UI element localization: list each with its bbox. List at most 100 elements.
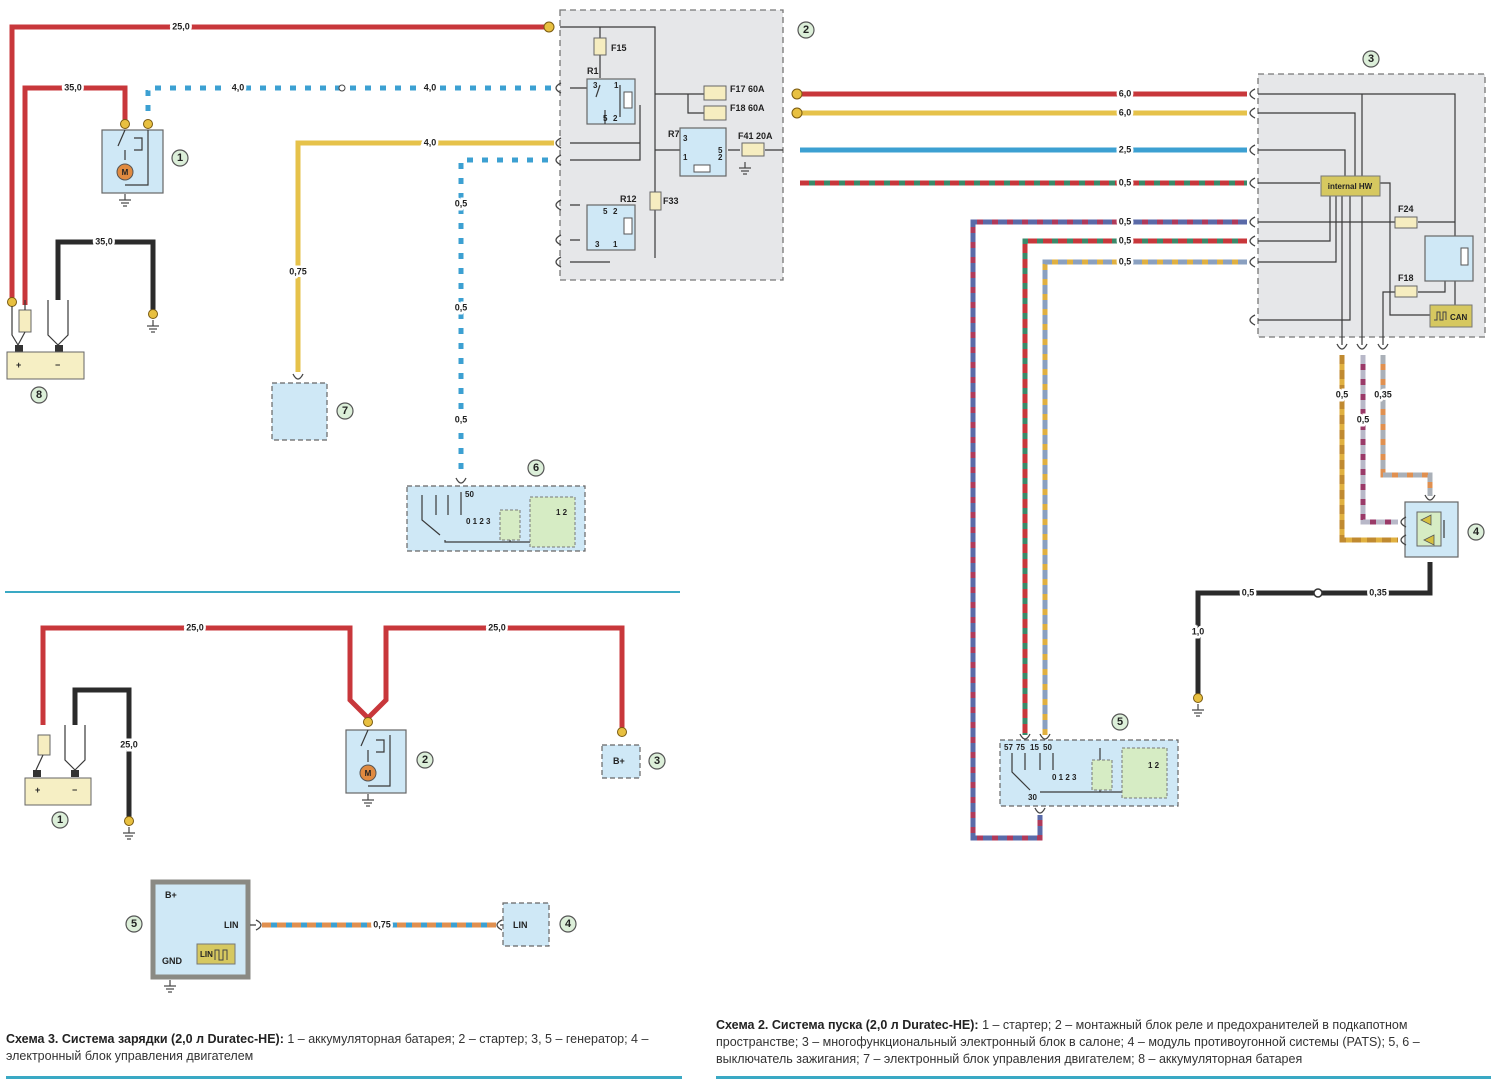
- svg-text:1: 1: [57, 814, 63, 826]
- svg-text:0,5: 0,5: [1242, 587, 1255, 597]
- wire-0-5-green-red: 0,5: [800, 175, 1247, 190]
- callout-1: 1: [171, 149, 189, 167]
- svg-text:6,0: 6,0: [1119, 88, 1132, 98]
- fuse-F18-bcm: [1394, 285, 1418, 298]
- wire-pats-yellow: 0,5: [1333, 355, 1398, 543]
- callout-6: 6: [527, 459, 545, 477]
- fuse-F15: [593, 37, 607, 56]
- svg-text:50: 50: [1043, 743, 1052, 752]
- caption-title: Схема 2. Система пуска (2,0 л Duratec-HE…: [716, 1018, 979, 1032]
- svg-text:0,5: 0,5: [455, 414, 468, 424]
- wire-pats-purple: 0,5: [1354, 355, 1398, 525]
- svg-text:25,0: 25,0: [488, 622, 506, 632]
- ignition-switch-6: 50 0 1 2 3 1 2: [406, 477, 586, 552]
- svg-text:7: 7: [342, 405, 348, 417]
- wire-6-red: 6,0: [791, 86, 1247, 101]
- svg-text:0,35: 0,35: [1369, 587, 1387, 597]
- callout-s3-3: 3: [648, 752, 666, 770]
- wire-35-battery-ground: 35,0: [55, 234, 160, 333]
- svg-text:1: 1: [683, 153, 688, 162]
- svg-text:2,5: 2,5: [1119, 144, 1132, 154]
- svg-text:1: 1: [613, 240, 618, 249]
- svg-text:0,75: 0,75: [289, 266, 307, 276]
- svg-text:30: 30: [1028, 793, 1037, 802]
- svg-text:50: 50: [465, 490, 474, 499]
- caption-text: 1 – стартер; 2 – монтажный блок реле и п…: [716, 1018, 1420, 1066]
- caption-scheme-3: Схема 3. Система зарядки (2,0 л Duratec-…: [6, 1031, 686, 1065]
- bcm-internals: internal HW F24 F18 CAN: [1249, 88, 1474, 350]
- svg-text:−: −: [55, 360, 60, 370]
- alternator-5: B+ LIN GND LIN: [150, 879, 251, 993]
- svg-text:4: 4: [565, 918, 572, 930]
- svg-text:3: 3: [593, 81, 598, 90]
- pats-module-4: [1400, 494, 1459, 558]
- svg-text:0,5: 0,5: [455, 198, 468, 208]
- wire-4-starter-solenoid: 4,0 4,0: [145, 80, 554, 120]
- svg-text:2: 2: [422, 754, 428, 766]
- svg-text:1 2: 1 2: [556, 508, 568, 517]
- svg-text:6,0: 6,0: [1119, 107, 1132, 117]
- svg-text:0,5: 0,5: [1119, 256, 1132, 266]
- callout-5: 5: [1111, 713, 1129, 731]
- callout-s3-1: 1: [51, 811, 69, 829]
- callout-s3-2: 2: [416, 751, 434, 769]
- svg-text:4,0: 4,0: [424, 137, 437, 147]
- svg-text:1: 1: [614, 81, 619, 90]
- svg-text:25,0: 25,0: [172, 21, 190, 31]
- svg-text:3: 3: [595, 240, 600, 249]
- svg-text:R1: R1: [587, 66, 599, 76]
- svg-text:15: 15: [1030, 743, 1039, 752]
- svg-text:F24: F24: [1398, 204, 1414, 214]
- svg-text:−: −: [72, 785, 77, 795]
- relay-R12: [586, 204, 636, 251]
- wire-pats-ground: 0,35 0,5 1,0: [1189, 562, 1433, 717]
- svg-text:0,5: 0,5: [1357, 414, 1370, 424]
- wire-0-5-green-red-ignition: 0,5: [1022, 233, 1247, 735]
- svg-text:M: M: [122, 168, 129, 177]
- caption-scheme-2: Схема 2. Система пуска (2,0 л Duratec-HE…: [716, 1017, 1491, 1068]
- svg-text:4,0: 4,0: [424, 82, 437, 92]
- svg-text:0 1 2 3: 0 1 2 3: [466, 517, 491, 526]
- callout-s3-4: 4: [559, 915, 577, 933]
- wire-lin-0-75: 0,75: [250, 917, 508, 932]
- svg-text:R12: R12: [620, 194, 637, 204]
- svg-text:5: 5: [603, 114, 608, 123]
- caption-text: 1 – аккумуляторная батарея; 2 – стартер;…: [6, 1032, 649, 1063]
- svg-text:5: 5: [718, 146, 723, 155]
- callout-8: 8: [30, 386, 48, 404]
- svg-text:2: 2: [613, 207, 618, 216]
- svg-text:0 1 2 3: 0 1 2 3: [1052, 773, 1077, 782]
- svg-text:35,0: 35,0: [64, 82, 82, 92]
- wire-yellow-ecu: 4,0 0,75: [287, 135, 554, 372]
- svg-text:2: 2: [613, 114, 618, 123]
- body-control-module-3: [1257, 73, 1486, 338]
- svg-text:8: 8: [36, 389, 42, 401]
- wire-2-5-blue: 2,5: [800, 142, 1247, 157]
- svg-text:F41 20A: F41 20A: [738, 131, 773, 141]
- svg-text:F15: F15: [611, 43, 627, 53]
- svg-text:F18: F18: [1398, 273, 1414, 283]
- wire-0-5-yellow-ignition: 0,5: [1042, 254, 1247, 735]
- wire-0-5-purple-ignition30: 0,5: [970, 214, 1247, 841]
- callout-4: 4: [1467, 523, 1485, 541]
- ignition-switch-5: 57 75 15 50 30 0 1 2 3 1 2: [999, 733, 1179, 814]
- svg-text:+: +: [16, 360, 21, 370]
- svg-text:57: 57: [1004, 743, 1013, 752]
- callout-3: 3: [1362, 50, 1380, 68]
- fuse-F18: [703, 105, 727, 121]
- svg-text:4,0: 4,0: [232, 82, 245, 92]
- svg-text:+: +: [35, 785, 40, 795]
- wire-25-battery-fusebox: 25,0: [9, 19, 548, 300]
- wire-35-battery-starter: 35,0: [22, 80, 128, 305]
- svg-text:1: 1: [177, 152, 183, 164]
- svg-text:5: 5: [603, 207, 608, 216]
- svg-text:F33: F33: [663, 196, 679, 206]
- svg-text:0,5: 0,5: [1336, 389, 1349, 399]
- svg-text:3: 3: [654, 755, 660, 767]
- svg-text:B+: B+: [613, 756, 625, 766]
- svg-text:0,75: 0,75: [373, 919, 391, 929]
- svg-text:2: 2: [718, 153, 723, 162]
- fuse-F41: [741, 142, 765, 157]
- svg-text:2: 2: [803, 24, 809, 36]
